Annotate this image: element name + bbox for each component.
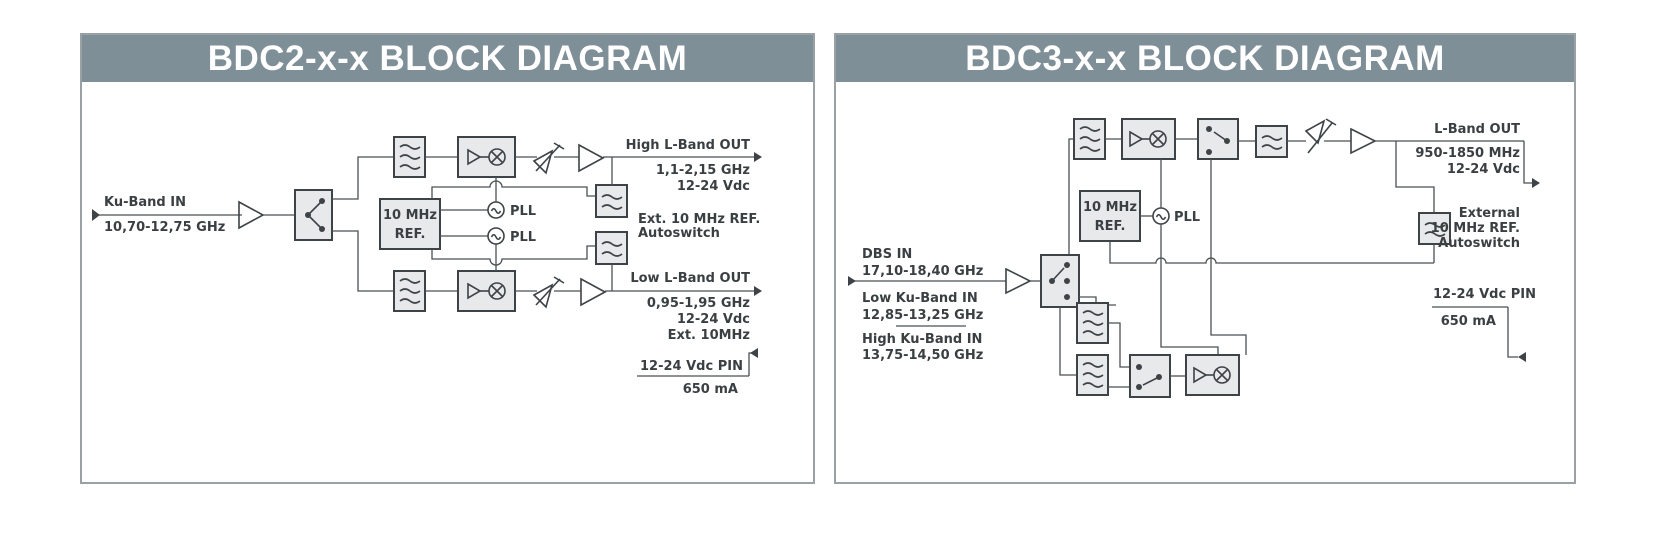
pll1-osc-icon xyxy=(487,201,505,219)
bdc3-panel: BDC3-x-x BLOCK DIAGRAM xyxy=(834,33,1576,484)
input-label: Ku-Band IN xyxy=(104,195,186,210)
amp-high xyxy=(578,144,604,172)
low-out-range: 0,95-1,95 GHz xyxy=(647,296,750,311)
pll1-label: PLL xyxy=(510,204,536,219)
power-label: 12-24 Vdc PIN xyxy=(1433,287,1536,302)
low-out-label: Low L-Band OUT xyxy=(630,271,750,286)
out-vdc: 12-24 Vdc xyxy=(1447,162,1520,177)
switch-lower xyxy=(1129,354,1171,398)
pll-osc-icon xyxy=(1152,207,1170,225)
dbs-range: 17,10-18,40 GHz xyxy=(862,264,983,279)
mixer-lower xyxy=(1185,354,1240,396)
out-range: 950-1850 MHz xyxy=(1415,146,1520,161)
low-ku-range: 12,85-13,25 GHz xyxy=(862,308,983,323)
low-ku-label: Low Ku-Band IN xyxy=(862,291,978,306)
attenuator-main xyxy=(1304,118,1337,154)
input-amp xyxy=(238,201,264,229)
amp-low xyxy=(580,278,606,306)
mixer-low xyxy=(457,270,516,312)
filter-low-ku xyxy=(1076,302,1109,344)
bdc2-diagram: 10 MHz REF. PLL PLL Ku-Band IN 10,70-12,… xyxy=(92,136,762,397)
ext-ref-autoswitch: Autoswitch xyxy=(638,226,720,241)
svg-text:REF.: REF. xyxy=(1095,219,1126,234)
bdc3-title: BDC3-x-x BLOCK DIAGRAM xyxy=(836,35,1574,82)
high-ku-label: High Ku-Band IN xyxy=(862,332,982,347)
filter-high-ku xyxy=(1076,354,1109,396)
svg-text:10 MHz: 10 MHz xyxy=(383,208,437,223)
low-out-vdc: 12-24 Vdc xyxy=(677,312,750,327)
power-current: 650 mA xyxy=(683,382,738,397)
amp-main xyxy=(1350,127,1377,155)
attenuator-high xyxy=(533,142,565,174)
input-switch xyxy=(1040,254,1080,308)
filter-low xyxy=(393,270,426,312)
input-range: 10,70-12,75 GHz xyxy=(104,220,225,235)
filter-high xyxy=(393,136,426,178)
ext-ref-label: Ext. 10 MHz REF. xyxy=(638,212,760,227)
high-ku-range: 13,75-14,50 GHz xyxy=(862,348,983,363)
high-out-label: High L-Band OUT xyxy=(626,138,750,153)
ref-box: 10 MHz REF. xyxy=(1079,190,1141,242)
pll-label: PLL xyxy=(1174,210,1200,225)
bdc2-title: BDC2-x-x BLOCK DIAGRAM xyxy=(82,35,813,82)
bdc3-diagram: 10 MHz REF. PLL xyxy=(848,118,1540,398)
input-arrow xyxy=(92,209,100,221)
input-amp xyxy=(1005,267,1032,295)
ref-box: 10 MHz REF. xyxy=(379,198,441,250)
mixer-main xyxy=(1121,118,1176,160)
ext-ref-filter-1 xyxy=(595,184,628,218)
svg-text:10 MHz: 10 MHz xyxy=(1083,200,1137,215)
power-current: 650 mA xyxy=(1441,314,1496,329)
low-out-ext: Ext. 10MHz xyxy=(668,328,750,343)
power-label: 12-24 Vdc PIN xyxy=(640,359,743,374)
switch-main xyxy=(1197,118,1239,160)
filter-main xyxy=(1073,118,1106,160)
pll2-osc-icon xyxy=(487,227,505,245)
mixer-high xyxy=(457,136,516,178)
splitter xyxy=(294,189,333,241)
high-out-range: 1,1-2,15 GHz xyxy=(656,163,750,178)
out-label: L-Band OUT xyxy=(1434,122,1520,137)
svg-text:REF.: REF. xyxy=(395,227,426,242)
ext-ref-label3: Autoswitch xyxy=(1438,236,1520,251)
ext-ref-label1: External xyxy=(1459,206,1520,221)
dbs-label: DBS IN xyxy=(862,247,912,262)
attenuator-low xyxy=(533,276,565,308)
bdc2-panel: BDC2-x-x BLOCK DIAGRAM xyxy=(80,33,815,484)
filter-post xyxy=(1255,125,1288,158)
high-out-vdc: 12-24 Vdc xyxy=(677,179,750,194)
ext-ref-filter-2 xyxy=(595,231,628,265)
ext-ref-label2: 10 MHz REF. xyxy=(1431,221,1520,236)
pll2-label: PLL xyxy=(510,230,536,245)
